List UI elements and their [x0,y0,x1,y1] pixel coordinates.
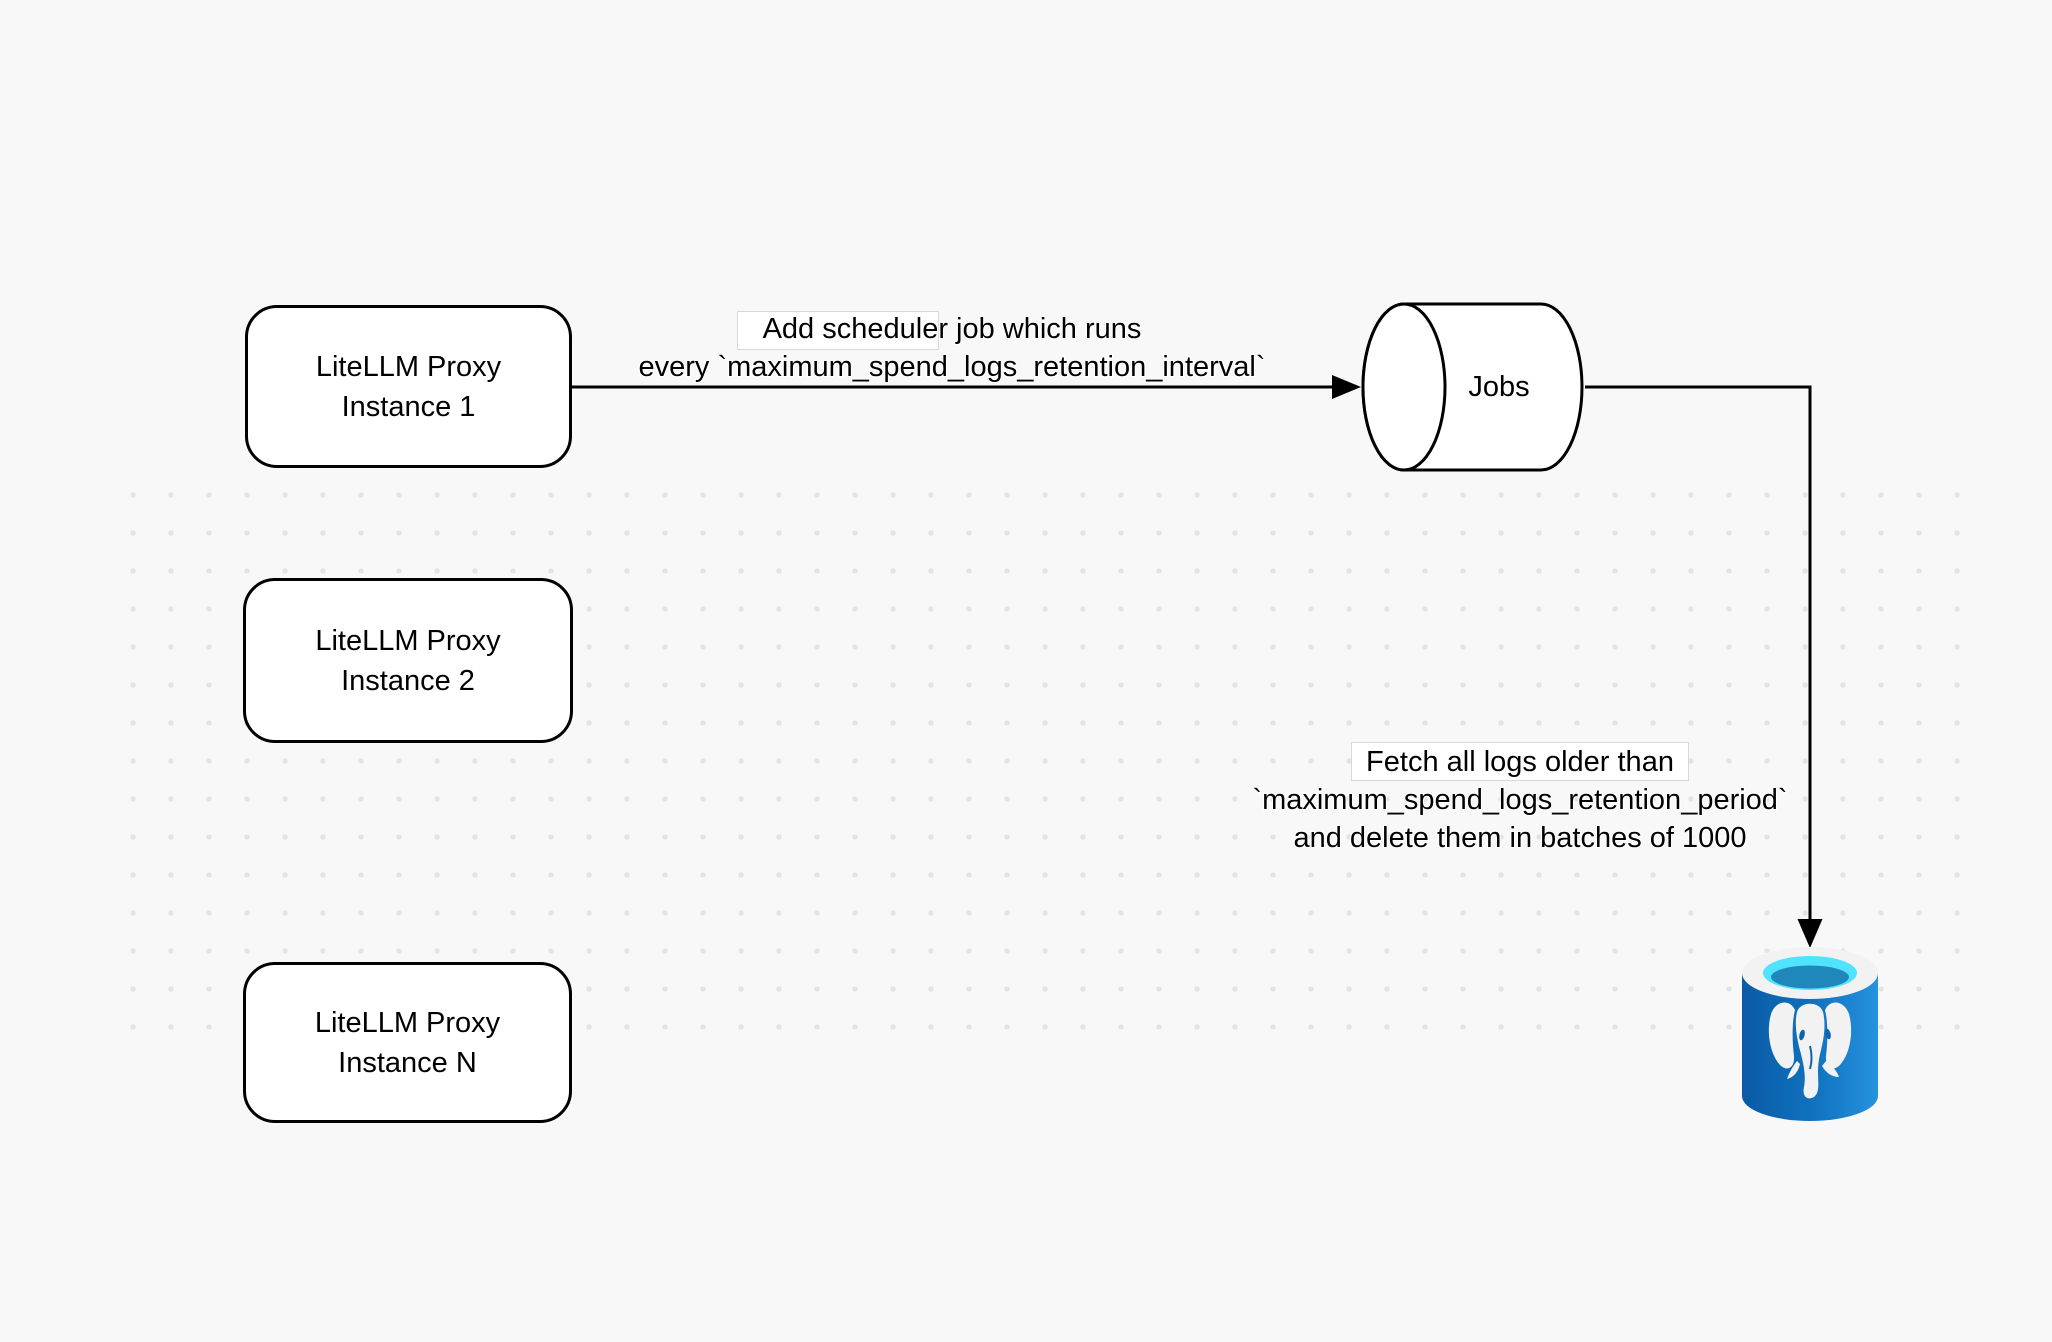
postgres-cylinder-water [1771,965,1849,989]
edge-label-background [1351,742,1689,781]
edge-label-line: `maximum_spend_logs_retention_period` [1252,784,1788,816]
edge-label-fetch-delete: Fetch all logs older than `maximum_spend… [1240,743,1800,857]
edge-label-line: Add scheduler job which runs [762,313,1142,345]
edge-label-add-scheduler: Add scheduler job which runs every `maxi… [597,310,1307,386]
jobs-label: Jobs [1468,370,1530,403]
node-label-line: Instance N [338,1046,477,1079]
edge-label-line: every `maximum_spend_logs_retention_inte… [638,351,1266,383]
edge-label-background [737,311,939,350]
edge-label-line: and delete them in batches of 1000 [1293,822,1747,854]
postgresql-database-icon[interactable] [1740,946,1880,1124]
node-litellm-proxy-instance-1[interactable]: LiteLLM Proxy Instance 1 [245,305,572,468]
edge-jobs-to-postgres [1585,385,1812,920]
node-label-line: LiteLLM Proxy [315,350,502,383]
node-jobs-queue[interactable] [1358,301,1586,473]
arrowhead-right-icon [1332,375,1361,399]
arrowhead-down-icon [1797,919,1823,948]
node-label-line: Instance 2 [341,664,475,697]
node-litellm-proxy-instance-2[interactable]: LiteLLM Proxy Instance 2 [243,578,573,743]
node-label-line: LiteLLM Proxy [315,624,501,657]
postgres-elephant-icon [1768,1002,1852,1099]
postgres-elephant-trunk-crease [1809,1045,1813,1070]
node-label-line: LiteLLM Proxy [314,1006,501,1039]
edge-label-line: Fetch all logs older than [1366,746,1674,778]
cylinder-cap [1361,302,1447,472]
node-label-line: Instance 1 [341,390,476,423]
node-litellm-proxy-instance-n[interactable]: LiteLLM Proxy Instance N [243,962,572,1123]
postgres-elephant-eyes [1799,1028,1831,1041]
